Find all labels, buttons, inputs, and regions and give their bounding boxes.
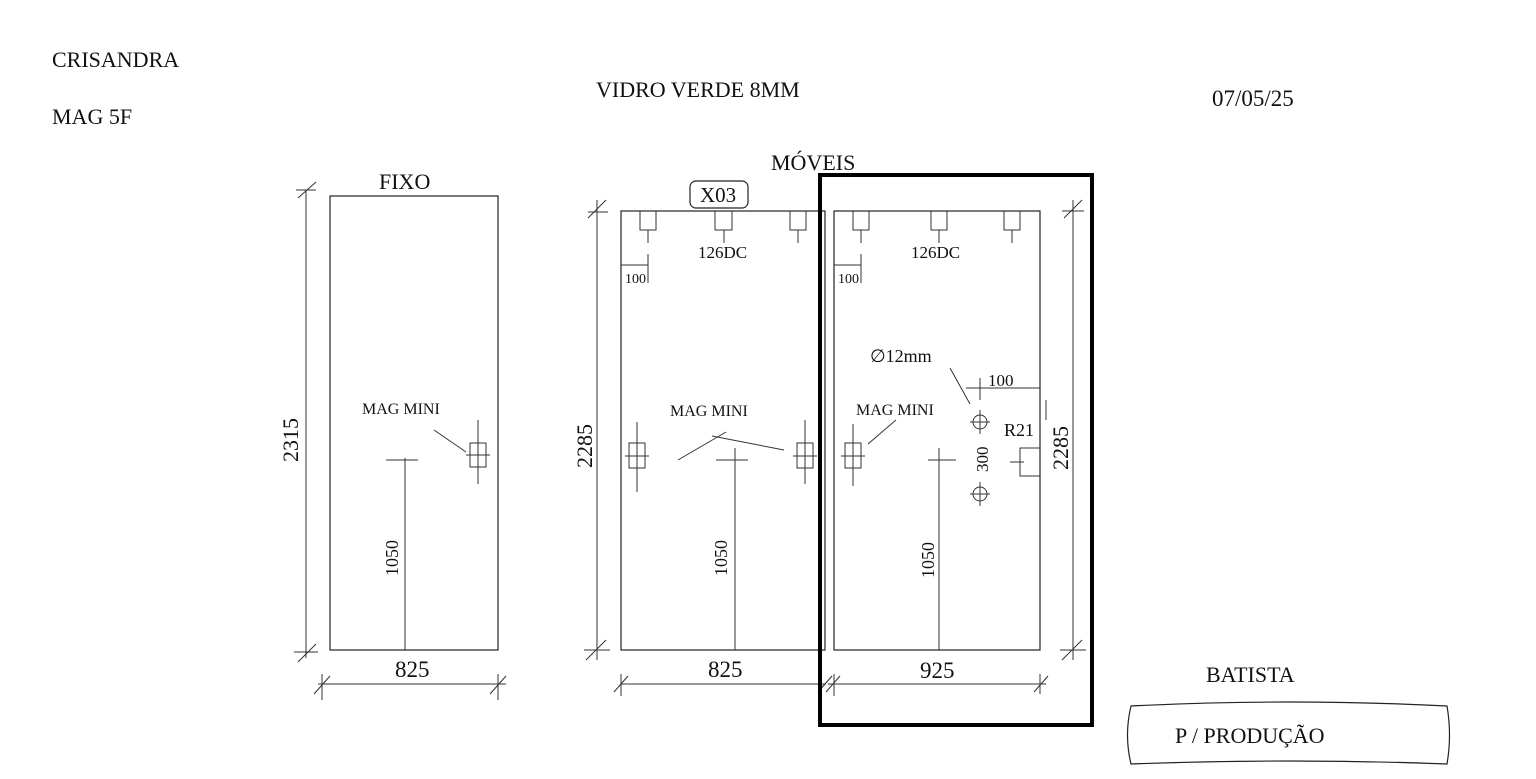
fixo-hardware-leader [433, 429, 467, 453]
movel1-tag: X03 [700, 183, 736, 207]
fixo-outline [329, 195, 499, 651]
fixo-hardware-label: MAG MINI [362, 401, 440, 418]
model-name: MAG 5F [52, 104, 133, 129]
fixo-title: FIXO [379, 169, 430, 194]
movel1-width-label: 825 [708, 657, 743, 682]
movel2-height-label: 2285 [1048, 426, 1073, 470]
movel2-hole-offset-label: 100 [988, 371, 1014, 390]
movel1-tag-box [689, 180, 749, 209]
section-moveis-title: MÓVEIS [771, 150, 856, 175]
fixo-height-label: 2315 [278, 418, 303, 462]
production-stamp-label: P / PRODUÇÃO [1175, 723, 1325, 748]
movel2-hole-label: ∅12mm [870, 346, 932, 366]
movel2-width-label: 925 [920, 658, 955, 683]
movel2-offset-label: 100 [838, 272, 859, 287]
movel2-notch-label: R21 [1004, 420, 1034, 440]
movel1-hardware-leader-right [711, 435, 785, 451]
movel1-hardware-leader-left [677, 431, 727, 461]
movel1-roller-slot-center [714, 211, 733, 243]
client-name: CRISANDRA [52, 47, 180, 72]
fixo-width-tick-left [313, 675, 331, 695]
fixo-width-label: 825 [395, 657, 430, 682]
movel1-outline [620, 210, 826, 651]
movel1-hardware-label: MAG MINI [670, 403, 748, 420]
glass-spec: VIDRO VERDE 8MM [596, 77, 800, 102]
panel-fixo: FIXO 2315 825 1050 MAG MINI [278, 169, 507, 700]
panel-movel-1: X03 126DC 100 2285 825 [572, 180, 833, 696]
fixo-width-tick-right [489, 675, 507, 695]
fixo-height-tick-bottom [297, 643, 317, 663]
movel2-roller-slot-right [1003, 211, 1021, 243]
author-name: BATISTA [1206, 662, 1295, 687]
production-stamp: P / PRODUÇÃO [1126, 701, 1451, 765]
movel2-hardware-leader [867, 419, 897, 445]
panel-movel-2: 126DC 100 2285 925 1050 MAG MINI [818, 173, 1094, 727]
movel1-roller-label: 126DC [698, 243, 747, 262]
movel1-handle-height-label: 1050 [711, 540, 731, 576]
movel2-hardware-label: MAG MINI [856, 402, 934, 419]
movel1-roller-slot-right [789, 211, 807, 243]
movel1-offset-label: 100 [625, 272, 646, 287]
movel2-handle-height-label: 1050 [918, 542, 938, 578]
movel1-roller-slot-left [639, 211, 657, 243]
movel2-highlight-frame [818, 173, 1094, 727]
fixo-handle-height-label: 1050 [382, 540, 402, 576]
date: 07/05/25 [1212, 86, 1294, 111]
movel2-outline [833, 210, 1041, 651]
movel2-roller-slot-left [852, 211, 870, 243]
production-stamp-frame [1126, 701, 1451, 765]
movel2-roller-label: 126DC [911, 243, 960, 262]
movel2-roller-slot-center [930, 211, 948, 243]
movel2-hole-leader [949, 367, 971, 405]
movel1-height-label: 2285 [572, 424, 597, 468]
movel2-hole-spacing-label: 300 [973, 447, 992, 473]
